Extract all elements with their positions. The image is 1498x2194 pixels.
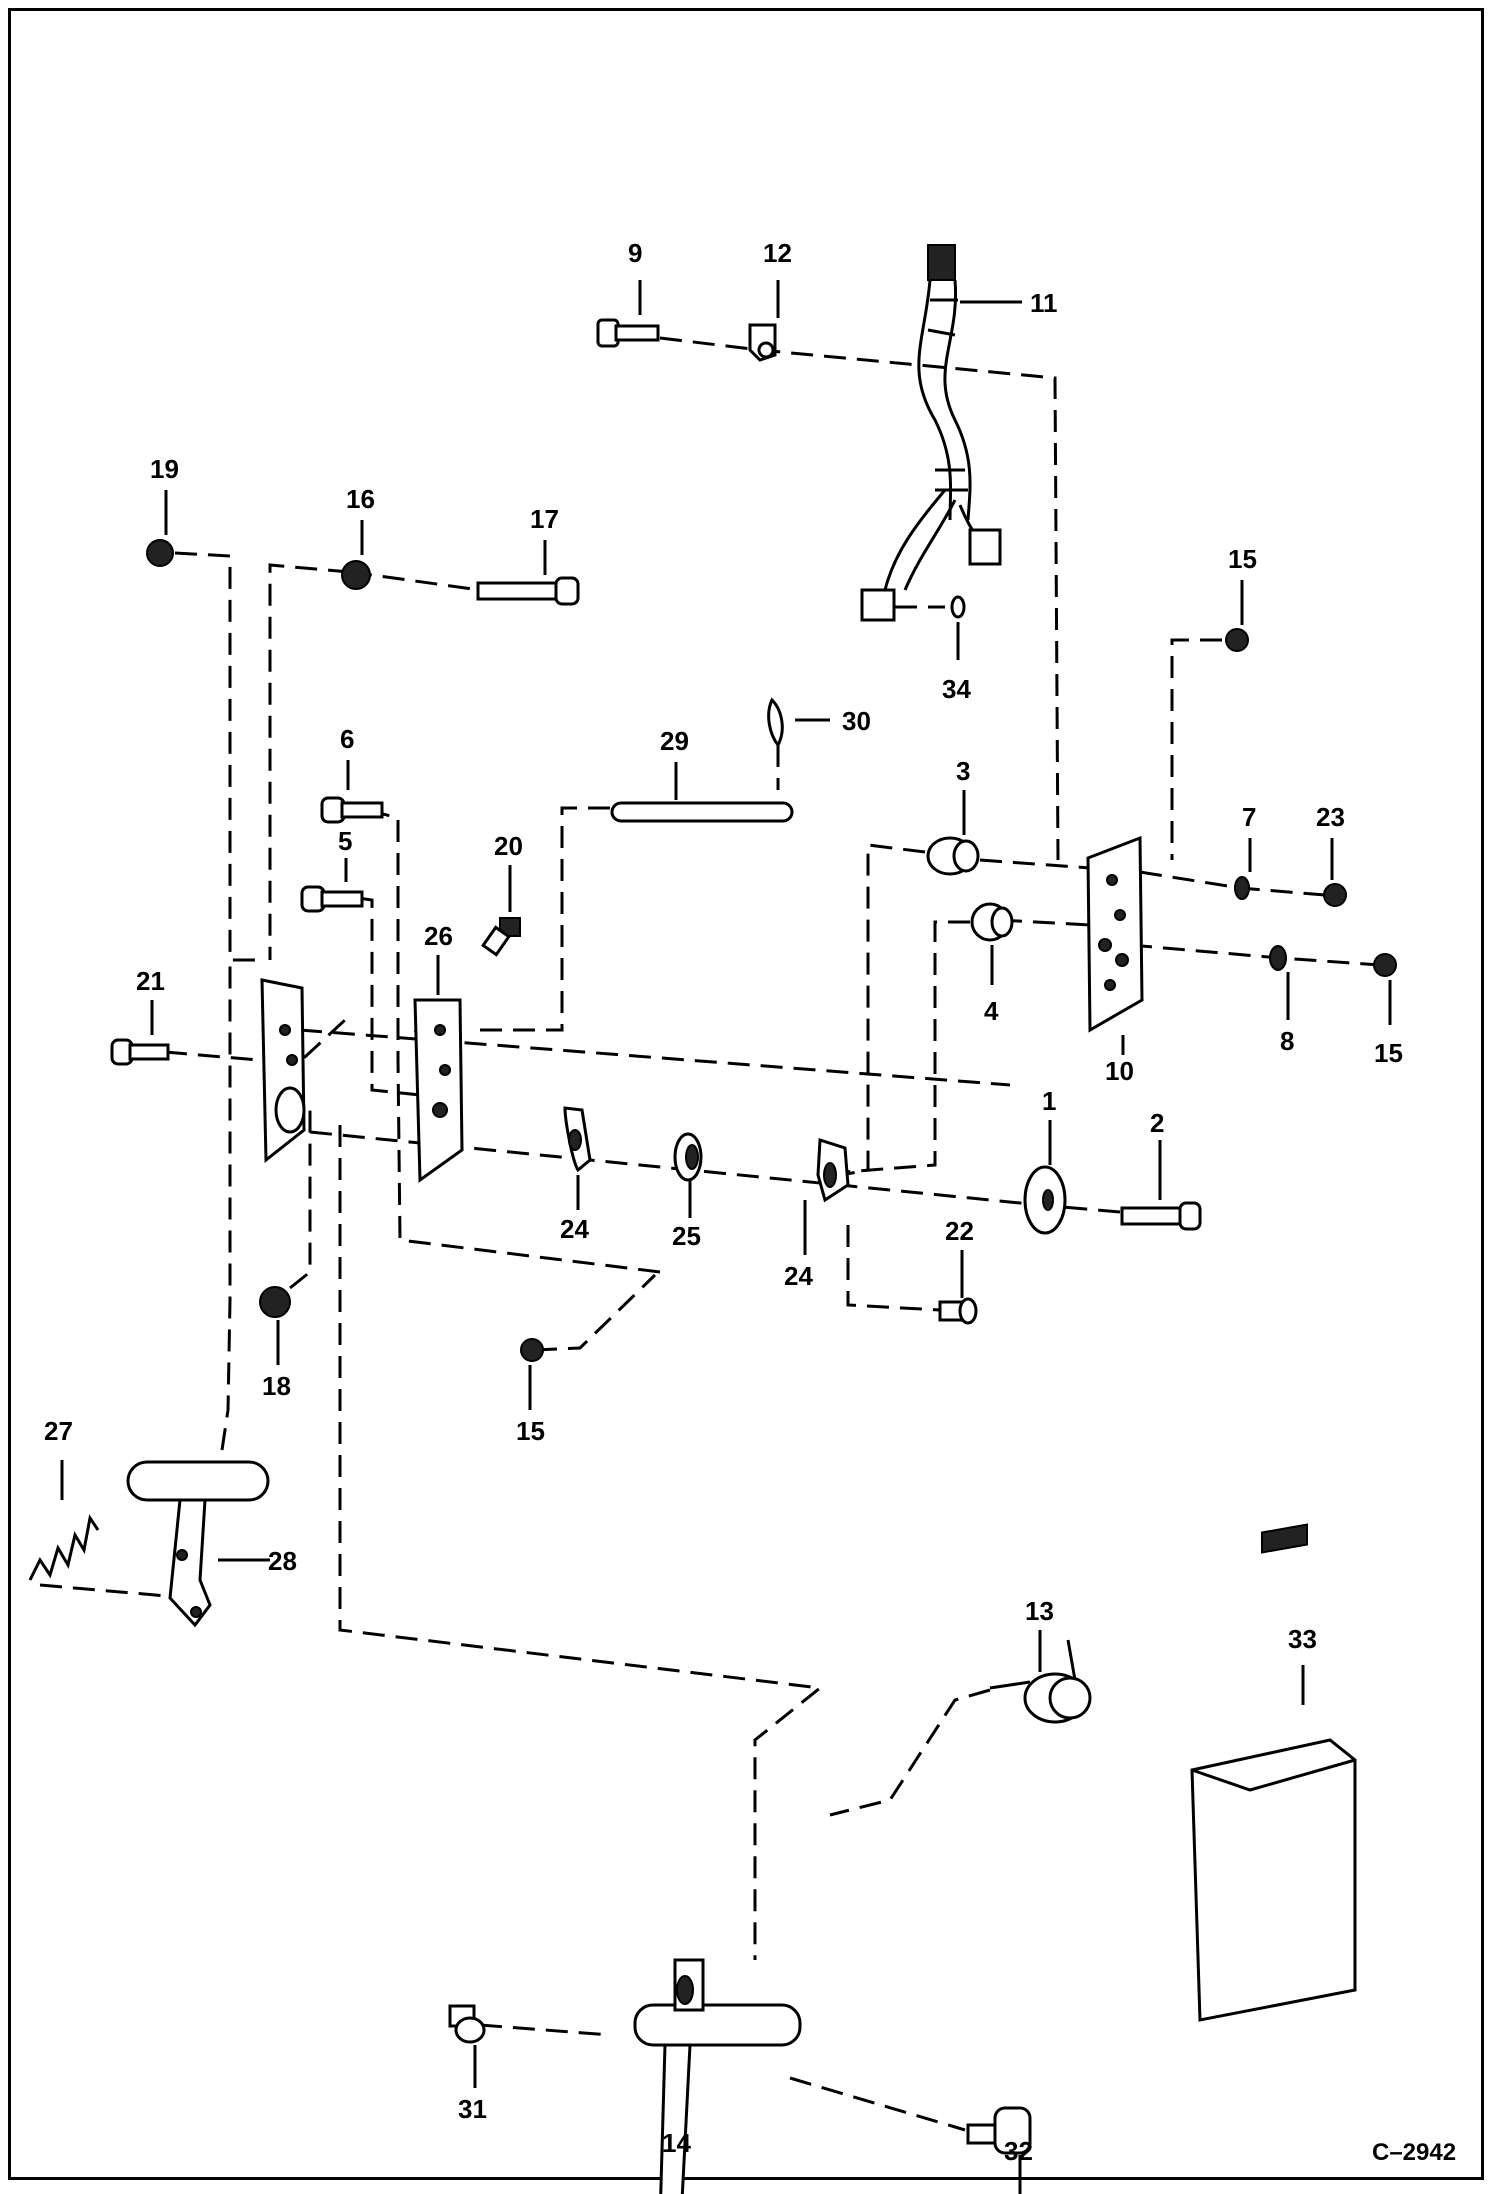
label-23: 23 [1316, 802, 1345, 832]
label-16: 16 [346, 484, 375, 514]
label-28: 28 [268, 1546, 297, 1576]
label-12: 12 [763, 238, 792, 268]
label-11: 11 [1030, 288, 1058, 318]
part-left-bracket [260, 978, 306, 1164]
part-33-box [1190, 1523, 1357, 2022]
label-15-bottom: 15 [516, 1416, 545, 1446]
label-20: 20 [494, 831, 523, 861]
part-17-bolt [476, 576, 580, 606]
label-14: 14 [662, 2128, 691, 2158]
label-26: 26 [424, 921, 453, 951]
part-22-bolt [938, 1297, 978, 1325]
label-17: 17 [530, 504, 559, 534]
part-4-spacer [970, 902, 1014, 942]
parts [28, 244, 1397, 2194]
label-8: 8 [1280, 1026, 1294, 1056]
part-30-cotter-pin [767, 697, 784, 748]
label-22: 22 [945, 1216, 974, 1246]
part-11-wire-harness [860, 244, 1002, 622]
part-9-bolt [596, 318, 660, 348]
part-15-nut-top [1225, 628, 1249, 652]
label-32: 32 [1004, 2136, 1033, 2166]
part-15-nut-bottom [520, 1338, 544, 1362]
label-9: 9 [628, 238, 642, 268]
part-27-spring [28, 1514, 100, 1581]
part-18-nut [259, 1286, 291, 1318]
part-3-spacer [926, 836, 980, 876]
leader-lines [60, 280, 1392, 2194]
part-8-lockwasher [1269, 945, 1287, 971]
label-4: 4 [984, 996, 999, 1026]
part-20-screw [481, 917, 521, 957]
part-29-shaft [610, 801, 794, 823]
part-19-nut [146, 539, 174, 567]
part-14-lever [633, 1958, 802, 2194]
label-10: 10 [1105, 1056, 1134, 1086]
label-24-right: 24 [784, 1261, 813, 1291]
part-5-bolt [300, 885, 364, 913]
part-32-fitting [966, 2106, 1032, 2155]
part-12-clamp [748, 323, 777, 362]
part-28-pedal [126, 1460, 270, 1628]
part-34-clip [950, 595, 966, 619]
part-10-mounting-plate [1086, 835, 1144, 1033]
label-19: 19 [150, 454, 179, 484]
part-24-cam-right [816, 1137, 850, 1203]
label-6: 6 [340, 724, 354, 754]
part-7-lockwasher [1234, 876, 1250, 900]
label-15-right: 15 [1374, 1038, 1403, 1068]
label-29: 29 [660, 726, 689, 756]
part-13-spring [989, 1639, 1092, 1724]
label-15-top: 15 [1228, 544, 1257, 574]
label-27: 27 [44, 1416, 73, 1446]
assembly-lines [39, 336, 1381, 2132]
label-31: 31 [458, 2094, 487, 2124]
part-31-bushing [448, 2004, 486, 2044]
label-2: 2 [1150, 1108, 1164, 1138]
part-24-cam-left [563, 1106, 592, 1173]
label-21: 21 [136, 966, 165, 996]
label-7: 7 [1242, 802, 1256, 832]
part-6-bolt [320, 796, 384, 824]
label-34: 34 [942, 674, 971, 704]
label-13: 13 [1025, 1596, 1054, 1626]
label-25: 25 [672, 1221, 701, 1251]
label-3: 3 [956, 756, 970, 786]
part-21-bolt [110, 1038, 170, 1066]
label-5: 5 [338, 826, 352, 856]
label-30: 30 [842, 706, 871, 736]
label-18: 18 [262, 1371, 291, 1401]
part-2-bolt [1120, 1201, 1202, 1231]
label-33: 33 [1288, 1624, 1317, 1654]
part-15-nut-right [1373, 953, 1397, 977]
part-23-nut [1323, 883, 1347, 907]
part-26-bracket [413, 998, 464, 1183]
part-labels: 9 12 11 19 16 17 15 34 30 29 3 6 5 20 7 … [44, 238, 1456, 2166]
part-25-collar [673, 1132, 703, 1182]
part-1-washer [1023, 1165, 1067, 1235]
figure-code: C–2942 [1372, 2139, 1456, 2166]
label-24-left: 24 [560, 1214, 589, 1244]
label-1: 1 [1042, 1086, 1056, 1116]
part-16-nut [341, 560, 371, 590]
